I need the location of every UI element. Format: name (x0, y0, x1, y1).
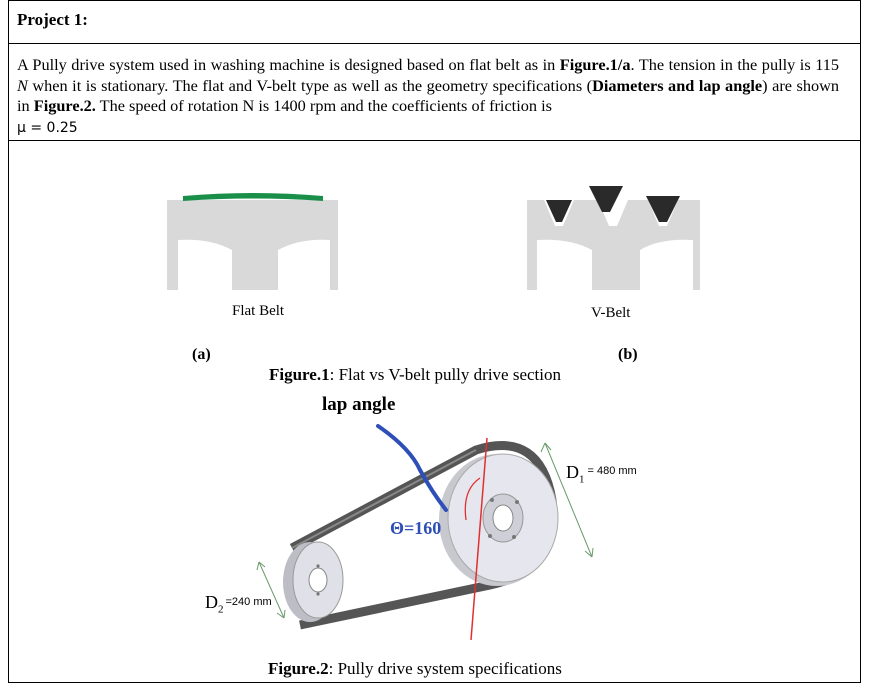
d1-dimension-line (544, 442, 593, 558)
figure-ref: Figure.2. (33, 96, 96, 115)
d1-symbol: D (566, 462, 579, 482)
flat-belt-label: Flat Belt (232, 303, 285, 319)
lap-angle-label: lap angle (322, 394, 396, 415)
caption-label: Figure.2 (268, 659, 329, 678)
lap-angle-pointer (376, 424, 448, 512)
small-pulley (283, 541, 344, 622)
text-run: when it is stationary. The flat and V-be… (27, 75, 593, 95)
spec-emphasis: Diameters and lap angle (592, 75, 763, 95)
flat-belt (183, 193, 323, 201)
text-run: . The tension in the pully is 115 (630, 55, 840, 74)
d2-value: =240 mm (225, 596, 272, 608)
project-title: Project 1: (17, 10, 88, 29)
large-pulley (439, 453, 559, 586)
d2-label: D2=240 mm (205, 592, 272, 616)
d2-symbol: D (205, 592, 218, 612)
center-line (470, 437, 488, 641)
v-pulley-section (527, 186, 700, 290)
caption-text: : Flat vs V-belt pully drive section (329, 365, 561, 384)
problem-statement: A Pully drive system used in washing mac… (17, 55, 839, 138)
subfigure-a-label: (a) (192, 346, 211, 363)
v-belt-label: V-Belt (591, 305, 631, 321)
flat-pulley-section (167, 193, 338, 290)
friction-coefficient: μ = 0.25 (17, 119, 78, 136)
angle-arc (464, 477, 481, 521)
figure1-caption: Figure.1: Flat vs V-belt pully drive sec… (269, 365, 561, 385)
d1-subscript: 1 (579, 473, 585, 486)
text-run: ) are shown in (17, 75, 840, 116)
d2-dimension-line (258, 561, 285, 619)
unit: N (17, 75, 28, 95)
figure2-caption: Figure.2: Pully drive system specificati… (268, 659, 562, 679)
paragraph-rule (8, 140, 861, 141)
caption-text: : Pully drive system specifications (328, 659, 562, 678)
text-run: The speed of rotation N is 1400 rpm and … (95, 96, 552, 115)
v-belt (546, 200, 572, 222)
figure-ref: Figure.1/a (559, 55, 631, 74)
d2-subscript: 2 (218, 603, 224, 616)
d1-label: D1= 480 mm (566, 462, 637, 486)
v-belt (589, 186, 623, 212)
theta-label: Θ=160 (390, 518, 442, 538)
d1-value: = 480 mm (587, 465, 637, 477)
v-belt (646, 196, 680, 222)
page-frame (8, 0, 861, 683)
top-rule (8, 0, 861, 1)
title-rule (8, 43, 861, 44)
text-run: A Pully drive system used in washing mac… (17, 55, 560, 74)
subfigure-b-label: (b) (618, 346, 638, 363)
caption-label: Figure.1 (269, 365, 330, 384)
